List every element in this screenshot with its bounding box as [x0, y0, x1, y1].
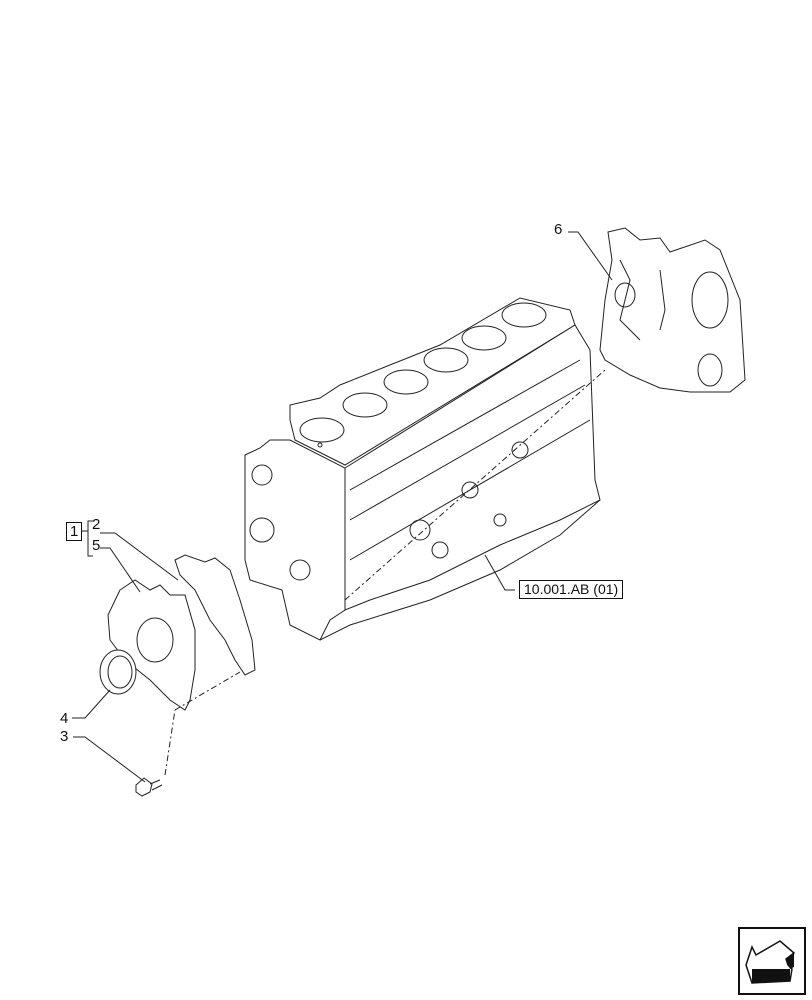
back-arrow-icon — [745, 940, 796, 984]
callout-6[interactable]: 6 — [554, 221, 563, 238]
gasket-part-2[interactable] — [174, 554, 256, 676]
reference-link-engine-block[interactable]: 10.001.AB (01) — [519, 580, 624, 599]
engine-block[interactable] — [244, 297, 601, 641]
callout-4[interactable]: 4 — [60, 710, 69, 727]
callout-5[interactable]: 5 — [92, 537, 101, 554]
rear-cover-part-6[interactable] — [599, 227, 746, 393]
leader-lines — [72, 231, 613, 783]
seal-ring-part-4[interactable] — [99, 649, 137, 695]
callout-1[interactable]: 1 — [66, 522, 83, 541]
bolt-part-3[interactable] — [135, 777, 163, 797]
group-bracket — [82, 520, 93, 557]
callout-2[interactable]: 2 — [92, 516, 101, 533]
back-navigation-button[interactable] — [738, 927, 806, 995]
callout-3[interactable]: 3 — [60, 728, 69, 745]
